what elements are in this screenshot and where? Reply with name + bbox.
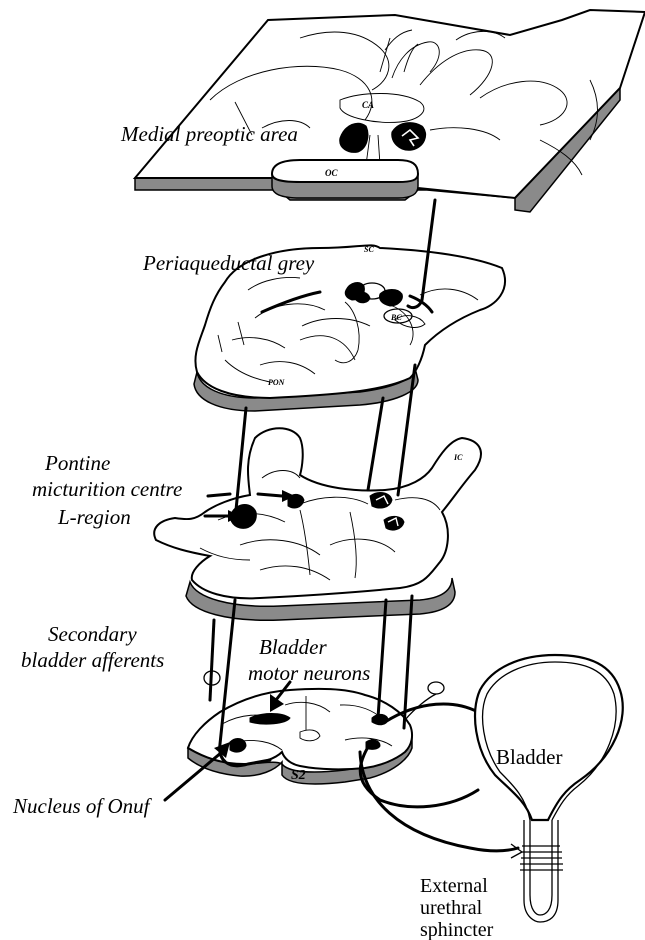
- label-micturition-centre: micturition centre: [32, 477, 182, 501]
- label-bladder-motor: Bladder: [259, 635, 327, 659]
- label-s2: S2: [291, 768, 306, 783]
- bladder: [475, 655, 623, 922]
- label-pon: PON: [268, 378, 286, 387]
- label-sc: SC: [364, 245, 374, 254]
- mpa-nucleus-right: [392, 123, 426, 151]
- slab-pons: [154, 428, 481, 620]
- label-periaqueductal-grey: Periaqueductal grey: [142, 251, 315, 275]
- pmc-nucleus-right: [370, 493, 392, 508]
- label-external: External: [420, 875, 488, 897]
- pag-nucleus-right: [379, 290, 402, 307]
- label-sphincter: sphincter: [420, 919, 494, 940]
- label-bladder-afferents: bladder afferents: [21, 648, 164, 672]
- label-medial-preoptic-area: Medial preoptic area: [120, 122, 298, 146]
- label-nucleus-of-onuf: Nucleus of Onuf: [12, 794, 153, 818]
- label-pontine: Pontine: [44, 451, 110, 475]
- label-urethral: urethral: [420, 897, 483, 919]
- onuf-nucleus: [230, 739, 246, 753]
- label-bc: BC: [390, 313, 402, 322]
- slab-hypothalamus: [135, 10, 645, 212]
- label-bladder: Bladder: [496, 745, 562, 769]
- label-l-region: L-region: [57, 505, 131, 529]
- label-ic: IC: [453, 453, 463, 462]
- label-ca: CA: [362, 100, 374, 110]
- dorsal-root-ganglion: [428, 682, 444, 694]
- label-oc: OC: [325, 168, 338, 178]
- label-secondary: Secondary: [48, 622, 137, 646]
- label-motor-neurons: motor neurons: [248, 661, 370, 685]
